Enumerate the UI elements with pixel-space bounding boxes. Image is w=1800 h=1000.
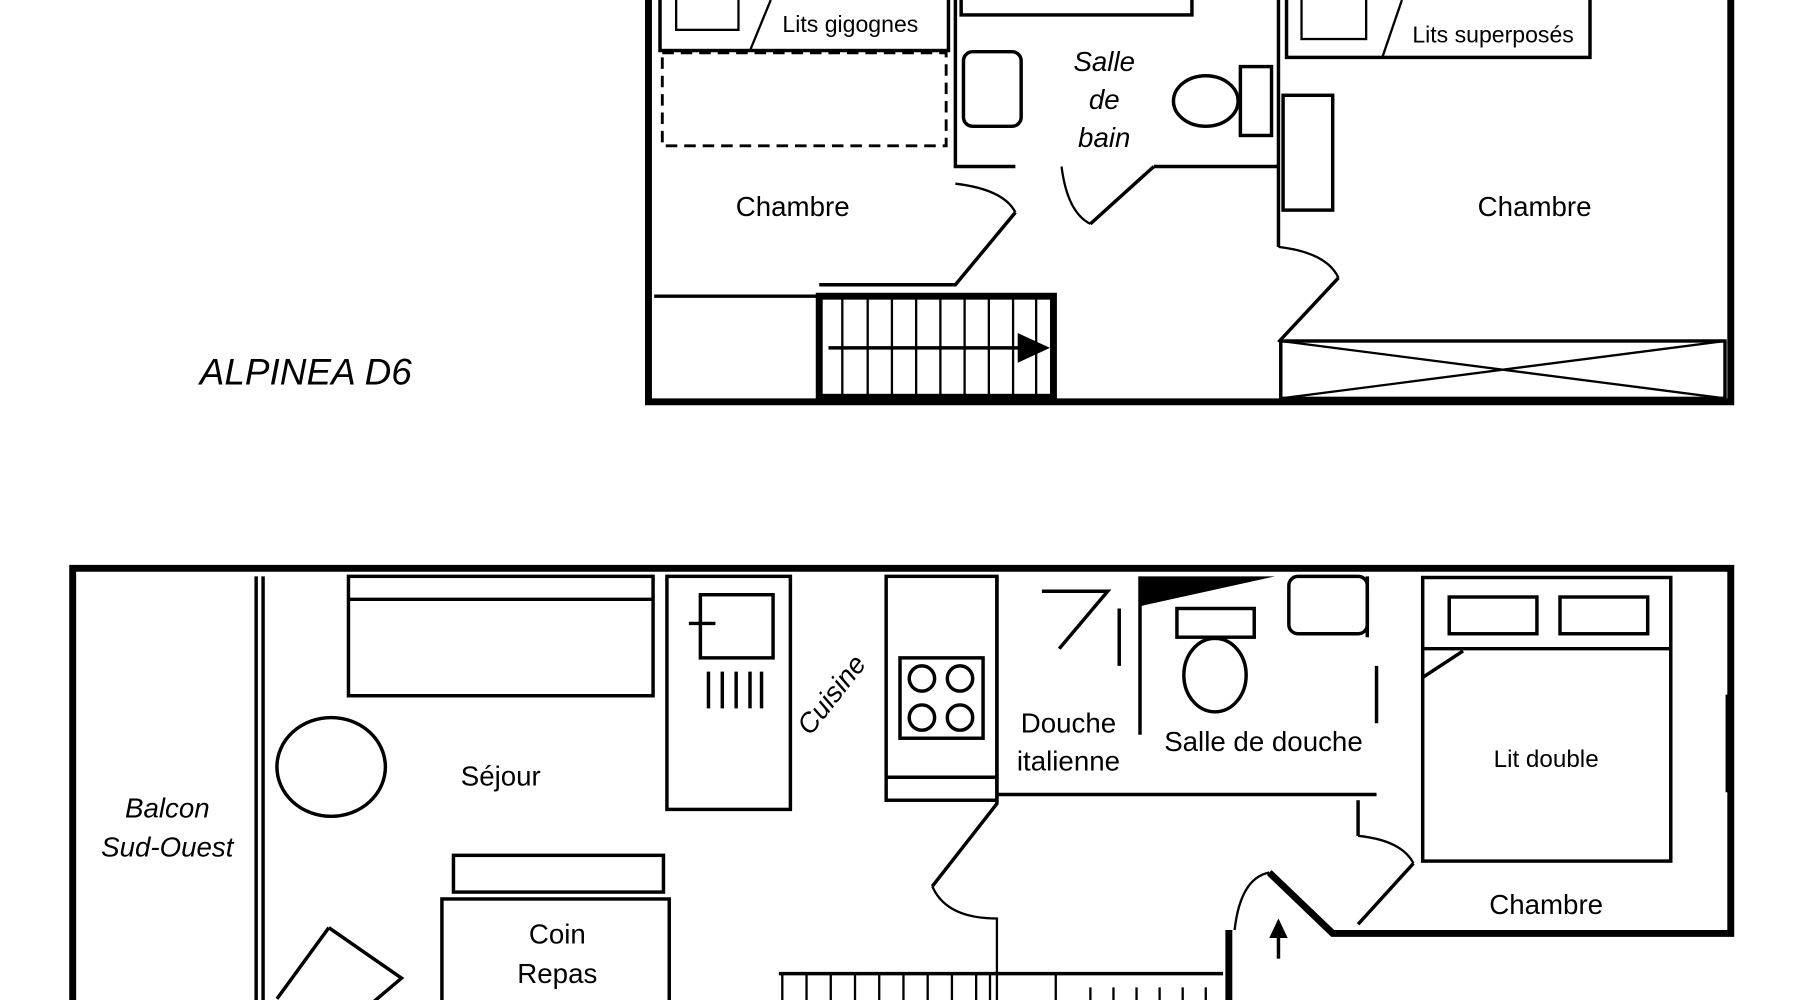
dining-label: Repas (517, 958, 597, 989)
balcony-label: Balcon (125, 793, 210, 824)
bedroom-right-beds-label: Lits superposés (1412, 22, 1573, 48)
bathroom-label: de (1089, 84, 1120, 115)
bed-fold (748, 0, 772, 51)
bed-sheet (1421, 646, 1671, 679)
wardrobe (1281, 93, 1335, 212)
pillow (674, 0, 740, 31)
wall-door (930, 576, 999, 888)
toilet (1171, 74, 1240, 129)
fridge (698, 592, 775, 660)
bunk-bed-right (1284, 0, 1592, 60)
door-swing (955, 182, 1017, 213)
door-swing (1278, 245, 1340, 279)
bathroom-label: Salle (1073, 46, 1135, 77)
staircase-upper (815, 292, 1057, 401)
bathtub (959, 0, 1194, 17)
shower-label: Douche (1021, 708, 1116, 739)
shower-room-label: Salle de douche (1164, 726, 1363, 757)
wall (1365, 576, 1379, 724)
lower-floor: Balcon Sud-Ouest Séjour Coin Repas Cuisi… (69, 564, 1735, 1000)
bedroom-left-beds-label: Lits gigognes (782, 11, 918, 37)
toilet (1182, 636, 1248, 714)
shower-label: italienne (1017, 745, 1120, 776)
dish-rack (688, 621, 764, 709)
kitchen-counter (665, 574, 793, 812)
trundle-bed (660, 51, 948, 148)
stair-arrow-icon (1017, 332, 1050, 363)
bunk-bed-left (658, 0, 951, 53)
bed-label: Lit double (1494, 746, 1599, 773)
balcony-window-wall (254, 576, 265, 1000)
door-swing (1357, 834, 1415, 864)
door-swing (1060, 166, 1091, 225)
door-swing (931, 885, 999, 1000)
wall (953, 0, 1016, 169)
sink (961, 49, 1023, 129)
kitchen-label: Cuisine (791, 649, 872, 740)
door (819, 211, 1017, 287)
door (1277, 276, 1340, 344)
bedroom-right-label: Chambre (1478, 191, 1592, 222)
door-swing (1233, 871, 1270, 931)
lower-outer-wall (69, 564, 1735, 1000)
duct (1140, 576, 1275, 607)
plan-title: ALPINEA D6 (198, 352, 413, 393)
cooktop (898, 656, 985, 740)
sofa (346, 574, 655, 698)
dining-label: Coin (529, 919, 586, 950)
bed-fold (1381, 0, 1404, 58)
pillow (1558, 595, 1650, 636)
pillow (1447, 595, 1539, 636)
crawlspace-cross (1280, 339, 1726, 400)
toilet-tank (1175, 606, 1256, 639)
door (1356, 862, 1415, 926)
living-room-label: Séjour (461, 760, 541, 791)
sink (1287, 574, 1370, 636)
pillow (1300, 0, 1368, 41)
stove-counter (884, 574, 999, 802)
coffee-table (275, 715, 388, 819)
dining-table (440, 897, 671, 1000)
door (1089, 165, 1156, 226)
balcony-label: Sud-Ouest (101, 832, 235, 863)
upper-floor: Lits gigognes Chambre Salle de bain Lits… (198, 0, 1735, 406)
entrance-arrow-icon (1269, 918, 1288, 939)
storage-crawlspace (1279, 339, 1727, 401)
bathroom-label: bain (1078, 122, 1130, 153)
bench (451, 853, 666, 894)
bedroom-left-label: Chambre (736, 191, 850, 222)
bedroom-label: Chambre (1489, 889, 1603, 920)
upper-outer-wall (644, 0, 1735, 406)
staircase-lower (778, 971, 1224, 1000)
armchair (275, 926, 405, 1000)
toilet-tank (1238, 64, 1274, 138)
double-bed (1420, 575, 1673, 863)
